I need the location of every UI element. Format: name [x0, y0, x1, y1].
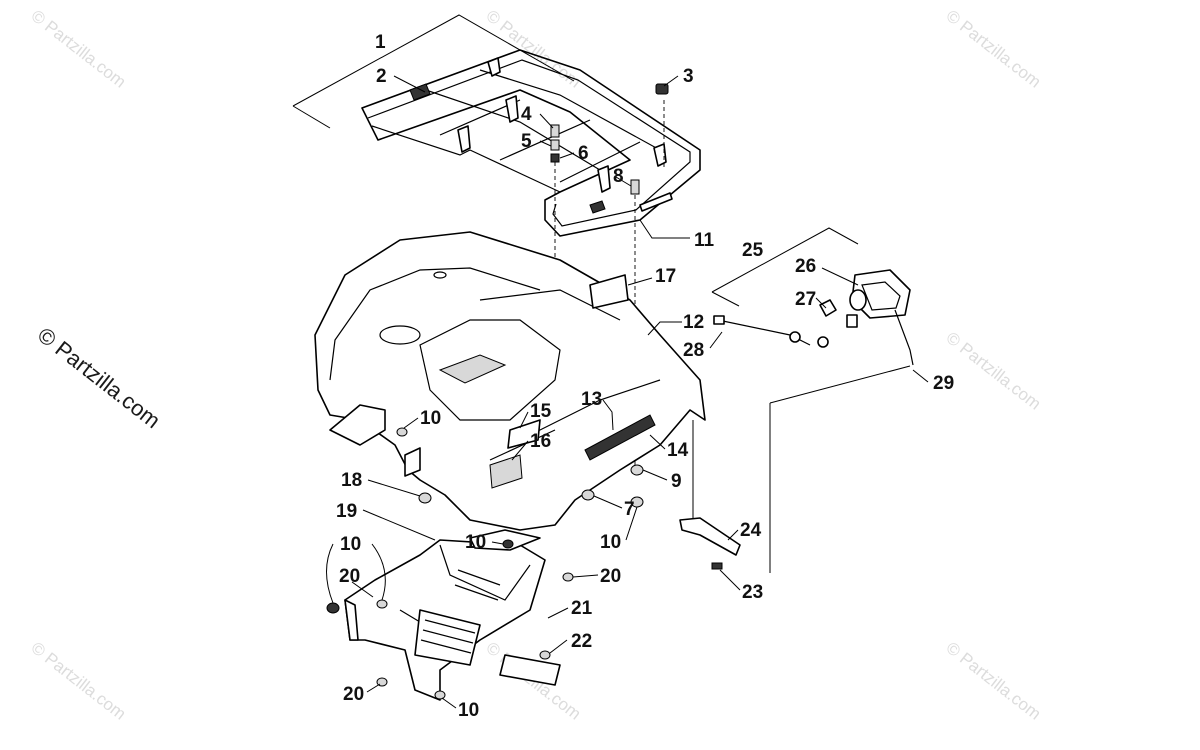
callout-20: 20 [343, 684, 364, 705]
callouts: 1 2 3 4 5 6 8 11 25 26 17 12 27 28 29 13… [336, 32, 954, 721]
callout-20: 20 [339, 566, 360, 587]
callout-4: 4 [521, 104, 532, 125]
plug-part-28 [713, 315, 725, 325]
rear-rack [361, 49, 701, 237]
reflector-part-14 [584, 414, 656, 461]
decal-part-17 [589, 274, 629, 309]
watermark: © Partzilla.com [28, 6, 130, 92]
washer-part-9 [630, 464, 644, 476]
bulb-part-27 [819, 299, 837, 317]
callout-14: 14 [667, 440, 689, 461]
footwell [344, 529, 561, 701]
callout-10: 10 [600, 532, 621, 553]
callout-23: 23 [742, 582, 763, 603]
assembly-brackets [292, 14, 911, 573]
watermark: © Partzilla.com [28, 638, 130, 724]
washer-part-6 [550, 153, 560, 163]
callout-29: 29 [933, 373, 954, 394]
callout-11: 11 [694, 230, 715, 251]
callout-3: 3 [683, 66, 694, 87]
callout-2: 2 [376, 66, 387, 87]
callout-8: 8 [613, 166, 624, 187]
nut-part-3 [655, 83, 669, 95]
callout-7: 7 [624, 499, 635, 520]
callout-27: 27 [795, 289, 816, 310]
tail-light-assembly [713, 269, 914, 366]
callout-10: 10 [458, 700, 479, 721]
socket [846, 314, 858, 328]
callout-1: 1 [375, 32, 386, 53]
light-bracket [679, 517, 741, 570]
callout-10: 10 [340, 534, 361, 555]
screw-part-22 [539, 650, 551, 660]
callout-20: 20 [600, 566, 621, 587]
plug-part-18 [418, 492, 432, 504]
callout-15: 15 [530, 401, 552, 422]
footrest-part-21 [499, 654, 561, 686]
rear-fender [314, 231, 706, 531]
callout-25: 25 [742, 240, 764, 261]
nut-part-7 [581, 489, 595, 501]
callout-12: 12 [683, 312, 704, 333]
watermark: © Partzilla.com [943, 6, 1045, 92]
callout-5: 5 [521, 131, 532, 152]
decal-part-16 [489, 454, 523, 489]
callout-6: 6 [578, 143, 589, 164]
decal-part-15 [507, 419, 541, 449]
hardware [326, 427, 644, 700]
callout-21: 21 [571, 598, 593, 619]
leader-lines [326, 75, 929, 709]
bolt-part-4 [550, 124, 560, 138]
bolt-part-8 [630, 179, 640, 195]
callout-13: 13 [581, 389, 602, 410]
callout-9: 9 [671, 471, 682, 492]
watermark-main: © Partzilla.com [33, 322, 165, 433]
screw-part-23 [711, 562, 723, 570]
callout-10: 10 [465, 532, 486, 553]
watermark: © Partzilla.com [483, 6, 585, 92]
spacer-part-5 [550, 139, 560, 151]
rack-fasteners [550, 83, 669, 195]
decals [489, 274, 656, 489]
callout-16: 16 [530, 431, 551, 452]
callout-28: 28 [683, 340, 704, 361]
watermark: © Partzilla.com [943, 638, 1045, 724]
watermark: © Partzilla.com [943, 328, 1045, 414]
callout-22: 22 [571, 631, 592, 652]
callout-26: 26 [795, 256, 816, 277]
callout-24: 24 [740, 520, 762, 541]
callout-10: 10 [420, 408, 441, 429]
bracket-part-24 [679, 517, 741, 556]
callout-17: 17 [655, 266, 676, 287]
callout-19: 19 [336, 501, 357, 522]
callout-18: 18 [341, 470, 362, 491]
